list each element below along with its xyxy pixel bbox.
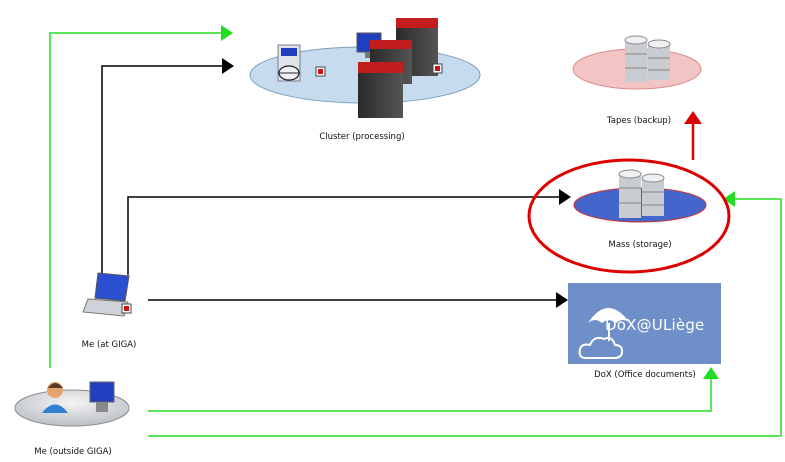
arrowhead-black-cluster xyxy=(222,58,234,74)
tapes-node xyxy=(572,35,702,90)
arrowhead-black-mass xyxy=(559,189,571,205)
cluster-node xyxy=(249,18,481,118)
dox-logo-text: DoX@ULiège xyxy=(605,316,705,334)
link-giga-cluster xyxy=(101,65,222,275)
link-outside-cluster xyxy=(49,32,221,368)
outside-user-node xyxy=(14,381,130,427)
arrowhead-green-cluster xyxy=(221,25,233,41)
tapes-label: Tapes (backup) xyxy=(606,116,672,126)
arrowhead-red-tapes xyxy=(684,111,702,124)
umbrella-cloud-icon xyxy=(578,308,630,359)
mass-node xyxy=(527,158,731,274)
me-giga-label: Me (at GIGA) xyxy=(81,340,137,350)
cluster-label: Cluster (processing) xyxy=(319,132,405,142)
link-giga-mass xyxy=(127,196,560,275)
mass-label: Mass (storage) xyxy=(608,240,672,250)
arrowhead-black-dox xyxy=(556,292,568,308)
dox-logo-box xyxy=(568,283,721,364)
link-outside-dox xyxy=(148,378,712,412)
dox-label: DoX (Office documents) xyxy=(594,370,696,380)
link-outside-mass xyxy=(148,198,782,437)
me-outside-label: Me (outside GIGA) xyxy=(34,447,112,457)
arrowhead-green-dox xyxy=(703,367,719,379)
laptop-icon xyxy=(82,272,132,317)
arrowhead-green-mass xyxy=(723,191,735,207)
